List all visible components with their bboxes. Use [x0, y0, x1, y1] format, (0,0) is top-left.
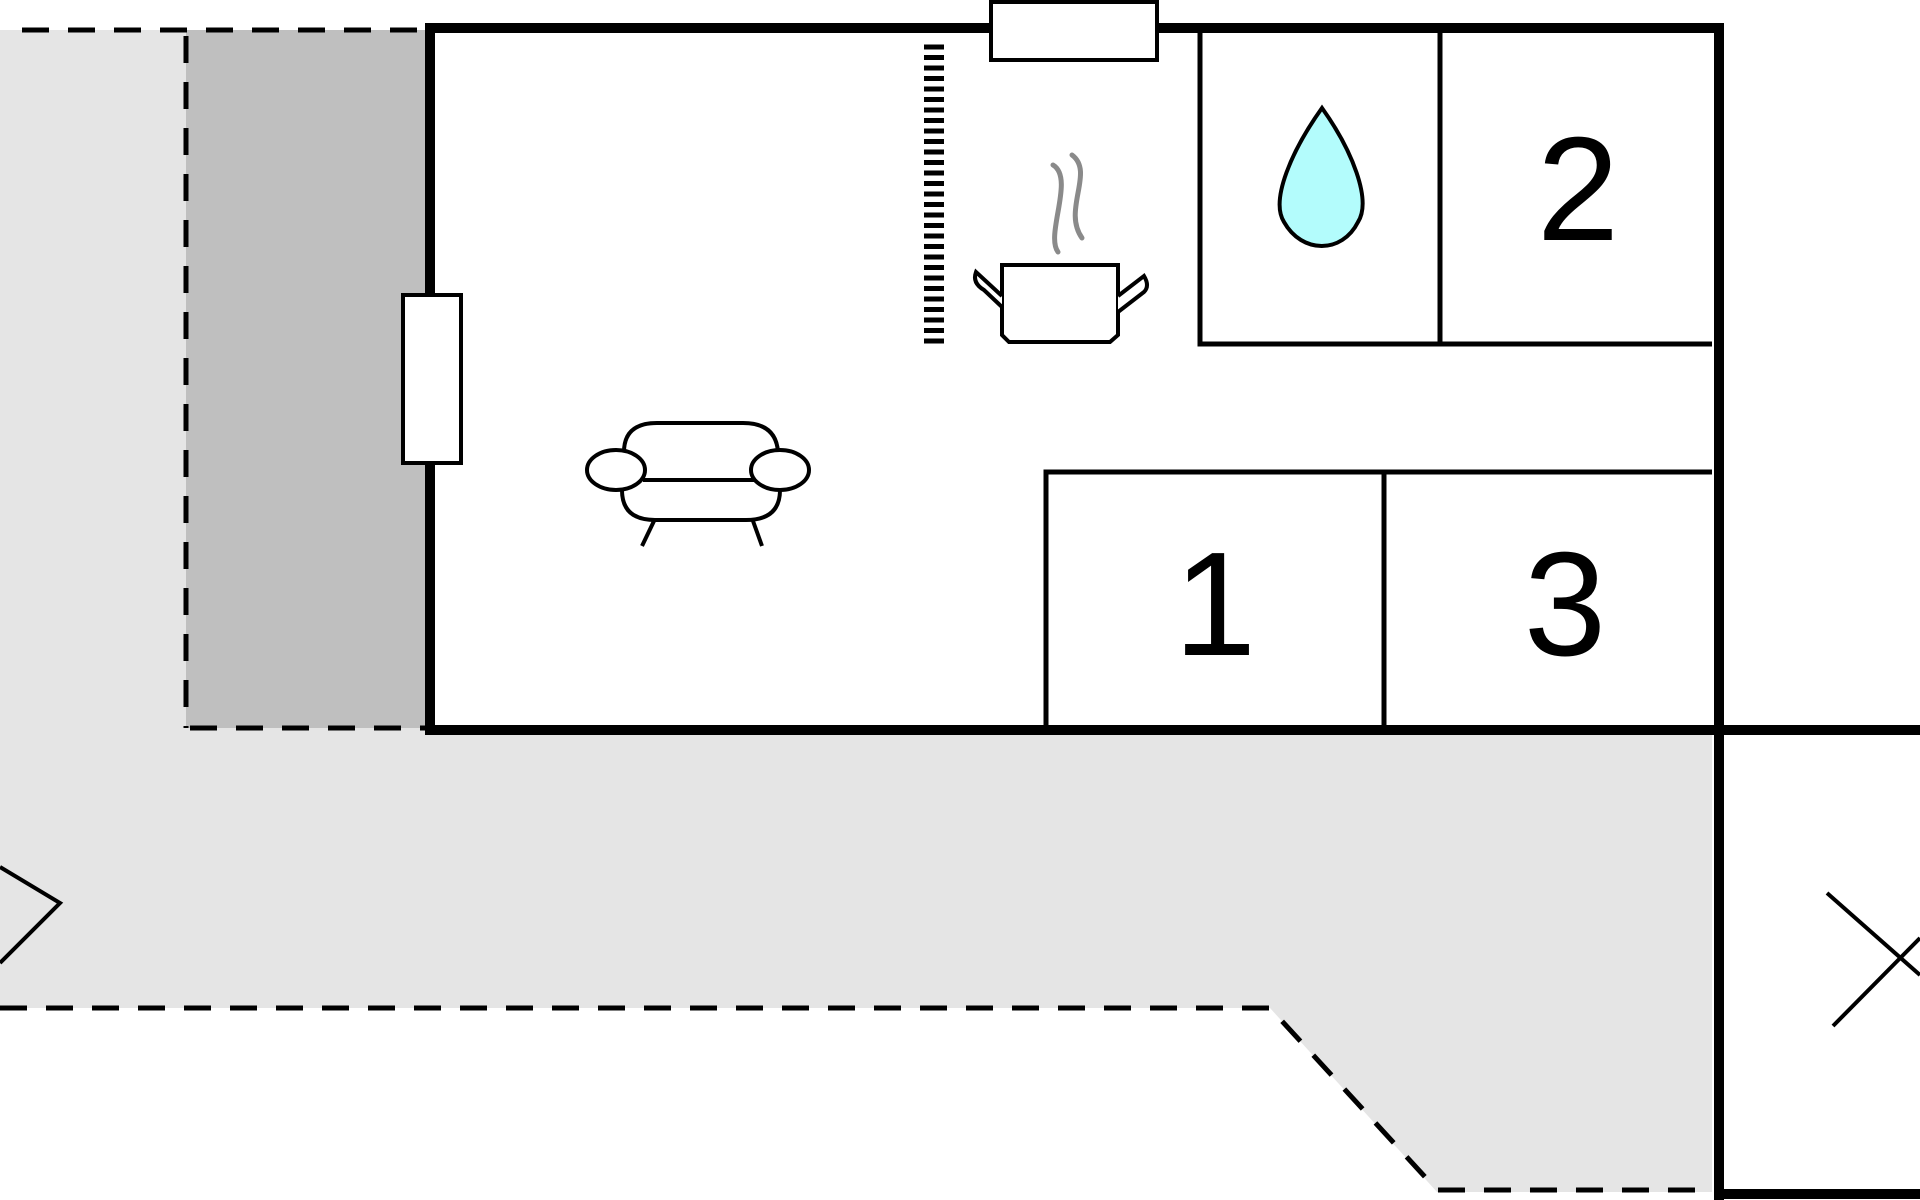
- window-left: [401, 293, 463, 465]
- terrace-boundary-dashed: [0, 27, 1712, 1193]
- entrance-arrow-icon: [0, 865, 64, 965]
- house-interior: [433, 35, 1716, 725]
- cross-marker-icon: [1825, 891, 1920, 1028]
- staircase-icon: [924, 44, 944, 344]
- room-number-1: 1: [1174, 522, 1256, 687]
- kitchen-cooking-pot-icon: [973, 152, 1149, 344]
- window-top: [989, 0, 1159, 62]
- room-number-3: 3: [1524, 522, 1606, 687]
- living-room-sofa-icon: [585, 421, 811, 547]
- interior-walls: [1043, 32, 1712, 728]
- bathroom-water-drop-icon: [1277, 104, 1365, 248]
- room-number-2: 2: [1537, 107, 1619, 272]
- covered-terrace: [186, 30, 430, 728]
